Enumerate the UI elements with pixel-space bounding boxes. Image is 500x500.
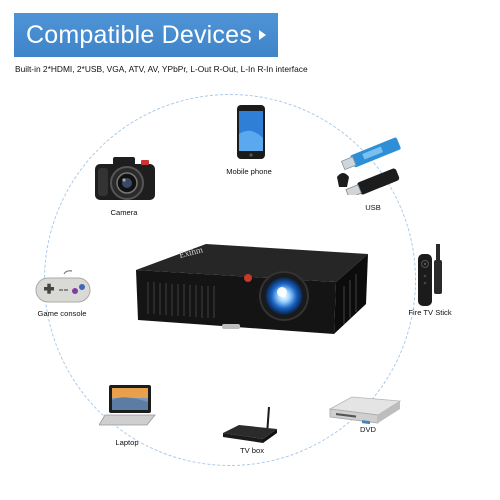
tv-box-label: TV box xyxy=(239,446,265,455)
mobile-phone-label: Mobile phone xyxy=(226,167,272,176)
mobile-phone-icon xyxy=(236,104,266,160)
projector-icon: Exthm xyxy=(122,234,374,346)
fire-tv-stick-icon xyxy=(412,240,446,308)
dvd-player-icon xyxy=(328,387,402,429)
game-console-label: Game console xyxy=(37,309,87,318)
usb-label: USB xyxy=(365,203,381,212)
game-controller-icon xyxy=(34,270,92,304)
laptop-icon xyxy=(99,383,159,427)
usb-drive-icon xyxy=(333,133,413,195)
tv-box-icon xyxy=(219,405,281,447)
fire-tv-stick-label: Fire TV Stick xyxy=(408,308,452,317)
interface-description: Built-in 2*HDMI, 2*USB, VGA, ATV, AV, YP… xyxy=(15,64,308,74)
play-arrow-icon xyxy=(258,30,266,40)
banner-title: Compatible Devices xyxy=(26,20,252,49)
laptop-label: Laptop xyxy=(115,438,139,447)
dvd-label: DVD xyxy=(359,425,377,434)
title-banner: Compatible Devices xyxy=(14,13,278,57)
camera-label: Camera xyxy=(110,208,138,217)
camera-icon xyxy=(93,152,157,204)
